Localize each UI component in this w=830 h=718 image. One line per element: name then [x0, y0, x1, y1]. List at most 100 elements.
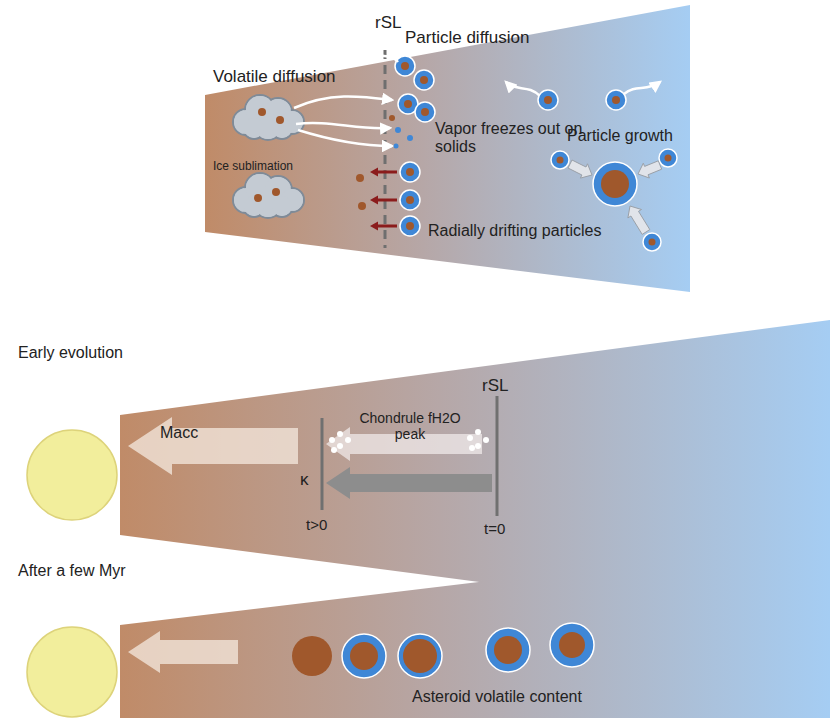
icy-particle	[659, 149, 677, 167]
particle-core	[350, 642, 378, 670]
text-holder: t=0	[484, 520, 505, 537]
region-label: rSL	[482, 376, 508, 396]
icy-particle	[593, 162, 637, 206]
grain-dot	[407, 135, 413, 141]
grain-dot	[329, 437, 335, 443]
accretion-arrow	[128, 417, 298, 475]
particle-core	[420, 76, 428, 84]
particle-core	[494, 636, 522, 664]
icy-particle	[538, 90, 558, 110]
particle-core	[665, 155, 672, 162]
particle-core	[406, 222, 414, 230]
region-label: rSL	[375, 13, 401, 33]
disk-band: rSLParticle diffusionVolatile diffusionV…	[205, 5, 690, 292]
grain-dot	[395, 127, 401, 133]
particle-core	[601, 170, 629, 198]
icy-particle	[414, 70, 434, 90]
vapor-cloud	[233, 95, 304, 140]
text-holder: After a few Myr	[18, 562, 126, 580]
region-label: κ	[300, 470, 309, 490]
growth-arrow	[638, 161, 662, 178]
dry-asteroid	[292, 636, 332, 676]
time-marker	[496, 396, 499, 516]
drift-arrow	[370, 196, 397, 205]
text-holder: Particle growth	[567, 127, 673, 145]
diffusion-arrow	[506, 82, 540, 96]
star	[27, 430, 117, 520]
icy-particle	[643, 233, 661, 251]
grain-dot	[358, 202, 366, 210]
middle-panel-art	[27, 396, 497, 520]
snow-line	[384, 50, 387, 248]
region-label: Ice sublimation	[213, 160, 293, 174]
particle-core	[401, 62, 409, 70]
region-label: Particle growth	[567, 127, 673, 145]
growth-arrow	[628, 206, 650, 234]
drift-arrow	[370, 222, 397, 231]
text-holder: Chondrule fH2O peak	[348, 410, 472, 442]
grain-dot	[331, 447, 337, 453]
particle-core	[406, 168, 414, 176]
grain-dot	[469, 445, 475, 451]
icy-particle	[606, 90, 626, 110]
particle-core	[612, 96, 620, 104]
disk-band: Asteroid volatile content	[120, 540, 830, 718]
bottom-panel-art	[27, 623, 594, 717]
grain-dot	[345, 437, 351, 443]
particle-core	[406, 196, 414, 204]
icy-particle	[400, 216, 420, 236]
disk-fill	[205, 5, 690, 292]
icy-particle	[486, 628, 530, 672]
icy-particle	[398, 634, 442, 678]
icy-particle	[551, 151, 569, 169]
panel-heading: Early evolution	[18, 344, 123, 362]
growth-arrow	[568, 160, 592, 178]
accretion-arrow	[128, 631, 238, 673]
time-marker	[321, 418, 324, 510]
icy-particle	[395, 56, 415, 76]
icy-particle	[398, 94, 418, 114]
text-holder: Asteroid volatile content	[412, 688, 582, 706]
vapor-cloud	[233, 173, 304, 218]
text-holder: κ	[300, 470, 309, 490]
region-label: Radially drifting particles	[428, 222, 601, 240]
text-holder: Particle diffusion	[405, 28, 529, 48]
text-holder: Ice sublimation	[213, 160, 293, 174]
star	[27, 627, 117, 717]
particle-core	[557, 157, 564, 164]
diffusion-arrow	[366, 50, 398, 62]
region-label: Vapor freezes out on solids	[435, 120, 585, 157]
region-label: Particle diffusion	[405, 28, 529, 48]
grain-dot	[475, 443, 481, 449]
icy-particle	[400, 162, 420, 182]
text-holder: t>0	[306, 516, 327, 533]
region-label: Macc	[160, 424, 198, 442]
text-holder: Radially drifting particles	[428, 222, 601, 240]
text-holder: Volatile diffusion	[213, 67, 336, 87]
chondrule-arrow	[326, 427, 482, 461]
diffusion-arrow	[294, 96, 392, 108]
particle-core	[403, 639, 437, 673]
icy-particle	[550, 623, 594, 667]
grain-dot	[258, 108, 266, 116]
diffusion-arrow	[298, 130, 392, 146]
snowline-arrow	[326, 467, 492, 499]
particle-core	[544, 96, 552, 104]
grain-dot	[254, 194, 262, 202]
top-panel-art	[233, 50, 677, 251]
grain-dot	[276, 116, 284, 124]
disk-fill	[120, 540, 830, 718]
grain-dot	[337, 431, 343, 437]
icy-particle	[400, 190, 420, 210]
region-label: Chondrule fH2O peak	[348, 410, 472, 442]
text-holder: Macc	[160, 424, 198, 442]
particle-core	[649, 239, 656, 246]
grain-dot	[475, 429, 481, 435]
icy-particle	[415, 102, 435, 122]
text-holder: Vapor freezes out on solids	[435, 120, 585, 157]
diffusion-arrow	[624, 82, 660, 94]
particle-core	[559, 632, 585, 658]
text-holder: rSL	[375, 13, 401, 33]
